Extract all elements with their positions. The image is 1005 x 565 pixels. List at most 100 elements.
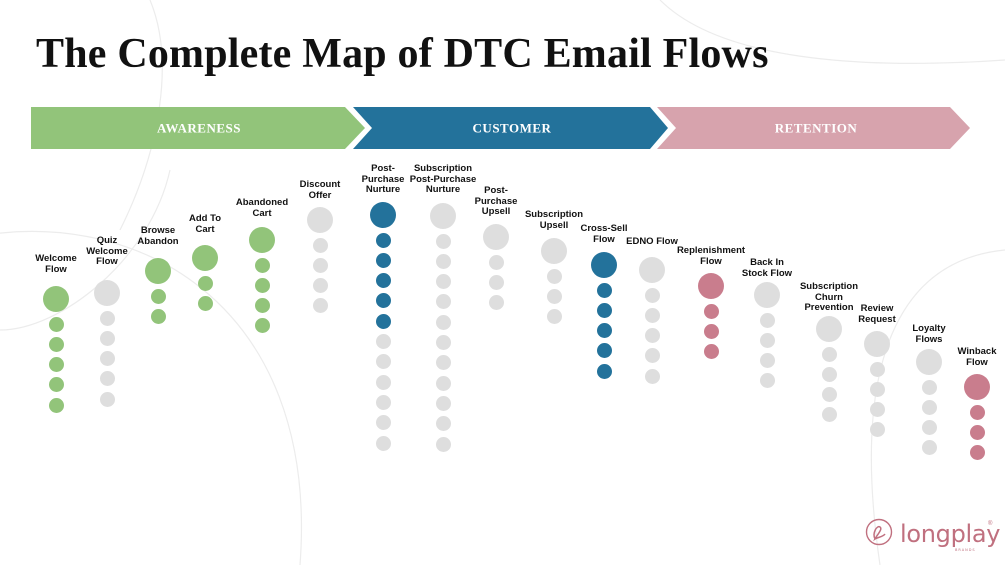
email-dot-subscription-upsell (546, 288, 562, 304)
email-dot-cross-sell-flow (596, 363, 612, 379)
email-dot-back-in-stock-flow (759, 373, 775, 389)
email-dot-review-request (869, 361, 885, 377)
stage-label-awareness: AWARENESS (157, 121, 241, 136)
email-dot-post-purchase-nurture (375, 273, 391, 289)
email-dot-browse-abandon (150, 308, 166, 324)
email-dot-subscription-churn-prevention (821, 387, 837, 403)
email-dot-cross-sell-flow (596, 343, 612, 359)
email-dot-add-to-cart (197, 275, 213, 291)
flow-label-loyalty-flows: Loyalty Flows (912, 323, 946, 345)
email-dot-subscription-upsell (546, 268, 562, 284)
email-dot-subscription-post-purchase-nurture (435, 395, 451, 411)
email-dot-post-purchase-nurture (375, 313, 391, 329)
email-dot-abandoned-cart (254, 277, 270, 293)
stage-label-customer: CUSTOMER (473, 121, 552, 136)
email-dot-browse-abandon (150, 288, 166, 304)
stage-awareness: AWARENESS (31, 107, 365, 149)
email-dot-review-request (869, 402, 885, 418)
flow-start-dot-loyalty-flows (916, 349, 942, 375)
email-dot-edno-flow (644, 287, 660, 303)
page-title: The Complete Map of DTC Email Flows (36, 31, 769, 77)
bg-arc-top-right (659, 0, 1005, 64)
flow-label-post-purchase-nurture: Post- Purchase Nurture (361, 163, 405, 196)
email-dot-subscription-post-purchase-nurture (435, 274, 451, 290)
flow-start-dot-welcome-flow (43, 286, 69, 312)
flow-label-replenishment-flow: Replenishment Flow (676, 245, 746, 267)
flow-label-browse-abandon: Browse Abandon (137, 225, 179, 247)
flow-label-edno-flow: EDNO Flow (626, 236, 678, 247)
flow-label-cross-sell-flow: Cross-Sell Flow (580, 223, 628, 245)
email-dot-subscription-post-purchase-nurture (435, 355, 451, 371)
email-dot-post-purchase-nurture (375, 334, 391, 349)
email-dot-back-in-stock-flow (759, 353, 775, 369)
email-dot-subscription-upsell (546, 309, 562, 325)
stage-label-retention: RETENTION (775, 121, 858, 136)
email-dot-welcome-flow (48, 377, 64, 393)
flow-label-winback-flow: Winback Flow (957, 346, 997, 368)
email-dot-subscription-churn-prevention (821, 346, 837, 362)
flow-label-subscription-churn-prevention: Subscription Churn Prevention (799, 281, 859, 314)
flow-start-dot-subscription-upsell (541, 238, 567, 264)
email-dot-winback-flow (969, 424, 985, 440)
email-dot-abandoned-cart (254, 298, 270, 314)
email-dot-loyalty-flows (921, 379, 937, 395)
email-dot-subscription-post-purchase-nurture (435, 233, 451, 249)
flow-start-dot-post-purchase-nurture (370, 202, 396, 228)
stage-retention: RETENTION (657, 107, 970, 149)
flow-label-abandoned-cart: Abandoned Cart (235, 197, 289, 219)
email-dot-welcome-flow (48, 316, 64, 332)
email-dot-post-purchase-nurture (375, 415, 391, 431)
email-dot-post-purchase-nurture (375, 394, 391, 410)
email-dot-welcome-flow (48, 397, 64, 413)
email-dot-post-purchase-upsell (488, 295, 504, 311)
email-dot-post-purchase-nurture (375, 252, 391, 268)
flow-start-dot-replenishment-flow (698, 273, 724, 299)
flow-start-dot-quiz-welcome-flow (94, 280, 120, 306)
email-dot-abandoned-cart (254, 257, 270, 273)
email-dot-loyalty-flows (921, 420, 937, 436)
email-dot-edno-flow (644, 368, 660, 384)
email-dot-post-purchase-nurture (375, 435, 391, 451)
email-dot-cross-sell-flow (596, 282, 612, 298)
flow-start-dot-subscription-churn-prevention (816, 316, 842, 342)
email-dot-quiz-welcome-flow (99, 371, 115, 387)
stage-arrow-retention (657, 107, 970, 149)
email-dot-quiz-welcome-flow (99, 391, 115, 407)
email-dot-back-in-stock-flow (759, 332, 775, 348)
email-dot-post-purchase-nurture (375, 374, 391, 390)
email-dot-subscription-post-purchase-nurture (435, 314, 451, 330)
flow-start-dot-add-to-cart (192, 245, 218, 271)
email-dot-loyalty-flows (921, 440, 937, 456)
email-dot-subscription-post-purchase-nurture (435, 436, 451, 452)
email-dot-subscription-post-purchase-nurture (435, 416, 451, 432)
email-dot-replenishment-flow (703, 344, 719, 360)
flow-start-dot-back-in-stock-flow (754, 282, 780, 308)
logo-wordmark: longplay (900, 520, 1001, 548)
email-dot-abandoned-cart (254, 318, 270, 334)
flow-start-dot-edno-flow (639, 257, 665, 283)
email-dot-post-purchase-nurture (375, 354, 391, 370)
longplay-logo-icon (865, 518, 893, 546)
flow-label-add-to-cart: Add To Cart (188, 213, 221, 235)
email-dot-post-purchase-upsell (488, 254, 504, 270)
email-dot-discount-offer (312, 298, 328, 314)
email-dot-back-in-stock-flow (759, 312, 775, 328)
email-dot-winback-flow (969, 404, 985, 420)
email-dot-subscription-post-purchase-nurture (435, 335, 451, 350)
stage-arrow-awareness (31, 107, 365, 149)
email-dot-loyalty-flows (921, 399, 937, 415)
email-dot-add-to-cart (197, 295, 213, 311)
email-dot-post-purchase-nurture (375, 232, 391, 248)
flow-start-dot-discount-offer (307, 207, 333, 233)
email-dot-post-purchase-nurture (375, 293, 391, 309)
email-dot-edno-flow (644, 348, 660, 364)
stage-customer: CUSTOMER (353, 107, 668, 149)
email-dot-edno-flow (644, 307, 660, 323)
email-dot-discount-offer (312, 237, 328, 253)
email-dot-quiz-welcome-flow (99, 310, 115, 326)
flow-start-dot-cross-sell-flow (591, 252, 617, 278)
email-dot-review-request (869, 381, 885, 397)
email-dot-quiz-welcome-flow (99, 330, 115, 346)
email-dot-welcome-flow (48, 336, 64, 352)
